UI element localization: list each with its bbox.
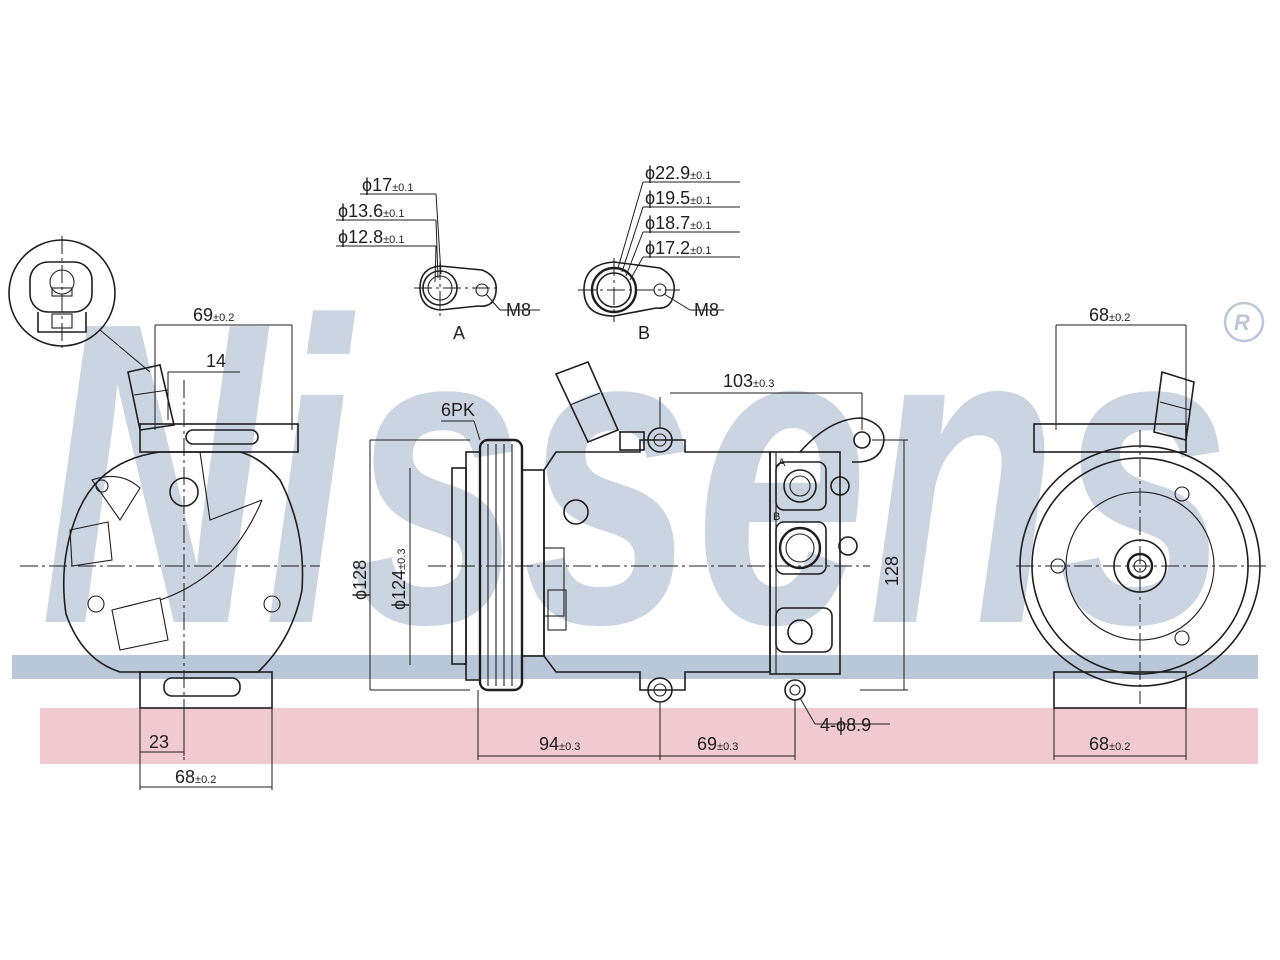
left-base-offset: 23 — [149, 732, 169, 752]
port-a-label: A — [453, 323, 465, 343]
left-view: 69±0.2 14 23 68±0.2 — [8, 236, 320, 790]
port-b-dia-4: ϕ17.2±0.1 — [645, 238, 711, 258]
port-a-dia-1: ϕ17±0.1 — [362, 175, 413, 195]
belt-type: 6PK — [441, 400, 475, 420]
watermark-band-blue — [12, 655, 1258, 679]
port-b-label: B — [638, 323, 650, 343]
port-a-detail: ϕ17±0.1 ϕ13.6±0.1 ϕ12.8±0.1 M8 A — [336, 175, 540, 343]
port-a-thread: M8 — [506, 300, 531, 320]
right-view: 68±0.2 68±0.2 — [1016, 305, 1266, 760]
port-b-detail: ϕ22.9±0.1 ϕ19.5±0.1 ϕ18.7±0.1 ϕ17.2±0.1 … — [578, 163, 740, 343]
bottom-span-1: 94±0.3 — [539, 734, 580, 754]
watermark-band-pink — [40, 708, 1258, 764]
bottom-span-2: 69±0.3 — [697, 734, 738, 754]
left-bottom-width: 68±0.2 — [175, 767, 216, 787]
port-b-mark: B — [773, 511, 780, 523]
right-bottom-width: 68±0.2 — [1089, 734, 1130, 754]
port-b-dia-1: ϕ22.9±0.1 — [645, 163, 711, 183]
port-a-dia-2: ϕ13.6±0.1 — [338, 201, 404, 221]
top-span: 103±0.3 — [723, 371, 774, 391]
left-offset: 14 — [206, 351, 226, 371]
port-a-mark: A — [778, 457, 786, 469]
port-b-dia-2: ϕ19.5±0.1 — [645, 188, 711, 208]
body-height: 128 — [882, 556, 902, 586]
registered-mark: R — [1234, 310, 1250, 335]
left-top-width: 69±0.2 — [193, 305, 234, 325]
port-a-dia-3: ϕ12.8±0.1 — [338, 227, 404, 247]
outer-diameter: ϕ128 — [350, 560, 370, 600]
registered-mark-circle — [1223, 301, 1265, 343]
pulley-diameter: ϕ124±0.3 — [389, 549, 409, 610]
port-b-thread: M8 — [694, 300, 719, 320]
side-view: 6PK ϕ128 ϕ124±0.3 — [350, 360, 908, 760]
port-b-dia-3: ϕ18.7±0.1 — [645, 213, 711, 233]
watermark-brand: Nissens — [40, 234, 1230, 714]
right-top-width: 68±0.2 — [1089, 305, 1130, 325]
watermark: Nissens R — [12, 234, 1265, 764]
mounting-holes: 4-ϕ8.9 — [820, 715, 871, 735]
